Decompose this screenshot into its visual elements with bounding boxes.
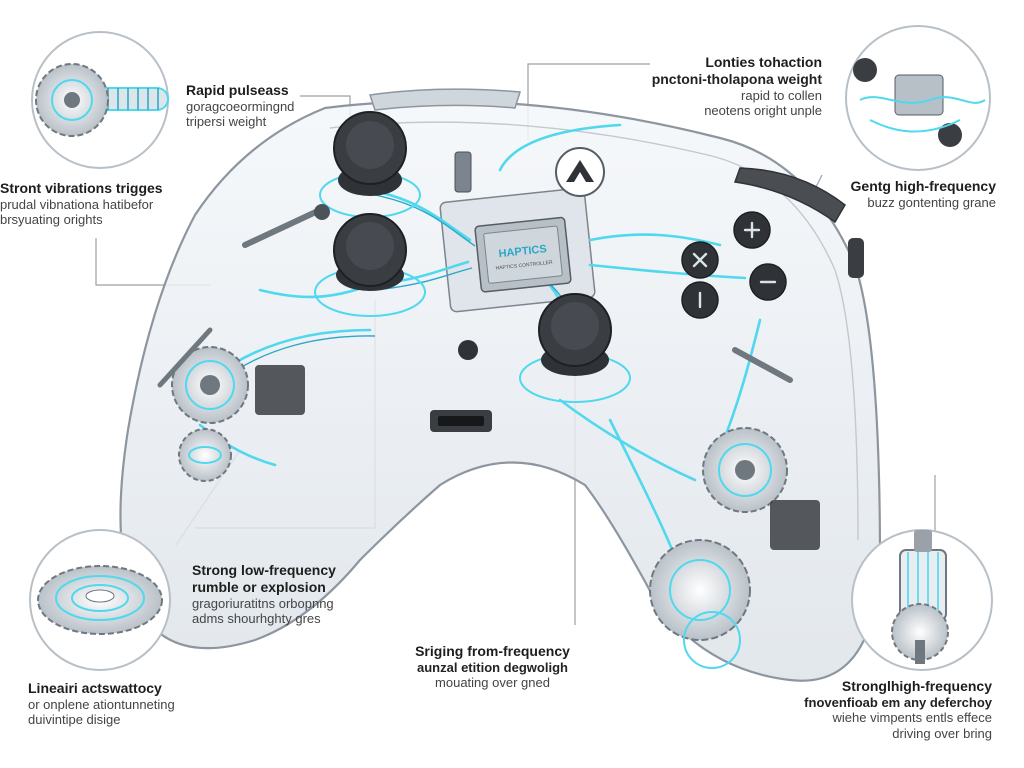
callout-rapid: Rapid pulseass goragcoeormingnd tripersi… — [186, 82, 346, 130]
callout-linear-line-2: duivintipe disige — [28, 712, 121, 728]
callout-high-freq-line-2: wiehe vimpents entls effece — [832, 710, 992, 726]
callout-mid-freq-title: Sriging from-frequency — [415, 643, 570, 659]
callout-linear-line-1: or onplene ationtunneting — [28, 696, 175, 712]
haptics-chip: HAPTICS HAPTICS CONTROLLER — [474, 216, 572, 293]
inset-rapid-pulse — [31, 31, 169, 169]
callout-trigger-title: Stront vibrations trigges — [0, 180, 163, 196]
chip-label: HAPTICS — [498, 243, 547, 260]
callout-mid-freq-line-1: aunzal etition degwoligh — [417, 659, 568, 675]
left-motor — [171, 346, 305, 482]
callout-high-freq: Stronglhigh-frequency fnovenfioab em any… — [770, 678, 992, 742]
callout-linear: Lineairi actswattocy or onplene ationtun… — [28, 680, 228, 728]
haptic-traces — [198, 123, 762, 602]
callout-rapid-line-2: tripersi weight — [186, 114, 267, 130]
trigger-spring — [157, 204, 330, 388]
right-trigger-tip — [848, 238, 864, 278]
callout-top-center: Lonties tohaction pnctoni-tholapona weig… — [600, 54, 822, 119]
small-capacitor — [458, 340, 478, 360]
callout-linear-title: Lineairi actswattocy — [28, 680, 162, 696]
callout-trigger-line-1: prudal vibnationa hatibefor — [0, 196, 154, 212]
callout-top-center-line-1: pnctoni-tholapona weight — [651, 70, 822, 87]
cross-icon — [692, 252, 708, 268]
callout-low-freq: Strong low-frequency rumble or explosion… — [192, 562, 372, 627]
callout-gentle-title: Gentg high-frequency — [850, 178, 996, 194]
plus-icon — [743, 221, 761, 239]
callout-high-freq-line-3: driving over bring — [892, 725, 992, 741]
left-bumper — [369, 88, 521, 111]
callout-mid-freq-line-2: mouating over gned — [435, 675, 550, 691]
callout-low-freq-line-2: gragoriuratitns orbopnng — [192, 595, 334, 611]
brand-logo-icon — [555, 147, 605, 197]
right-stick — [519, 293, 631, 403]
callout-top-center-line-2: rapid to collen — [741, 87, 822, 103]
inset-circuit-detail — [845, 25, 991, 171]
inset-high-freq-motor — [851, 529, 993, 671]
callout-trigger: Stront vibrations trigges prudal vibnati… — [0, 180, 215, 228]
callout-top-center-title: Lonties tohaction — [705, 54, 822, 70]
callout-high-freq-line-1: fnovenfioab em any deferchoy — [804, 694, 992, 710]
callout-top-center-line-3: neotens oright unple — [704, 103, 822, 119]
right-motor — [649, 347, 820, 669]
chip-sublabel: HAPTICS CONTROLLER — [495, 260, 553, 272]
callout-low-freq-title: Strong low-frequency — [192, 562, 336, 578]
face-button-glyphs — [692, 221, 777, 309]
callout-mid-freq: Sriging from-frequency aunzal etition de… — [405, 643, 580, 691]
left-stick-top — [319, 111, 421, 218]
callout-rapid-title: Rapid pulseass — [186, 82, 289, 98]
callout-low-freq-line-3: adms shourhghty gres — [192, 611, 321, 627]
right-bumper — [733, 167, 846, 224]
callout-low-freq-line-1: rumble or explosion — [192, 578, 326, 595]
callout-gentle-line-1: buzz gontenting grane — [867, 194, 996, 210]
callout-rapid-line-1: goragcoeormingnd — [186, 98, 295, 114]
callout-trigger-line-2: brsyuating orights — [0, 212, 103, 228]
callout-gentle: Gentg high-frequency buzz gontenting gra… — [800, 178, 996, 210]
left-stick — [314, 213, 426, 317]
callout-high-freq-title: Stronglhigh-frequency — [841, 678, 992, 694]
spring-component — [454, 151, 472, 193]
inset-linear-actuator — [29, 529, 171, 671]
